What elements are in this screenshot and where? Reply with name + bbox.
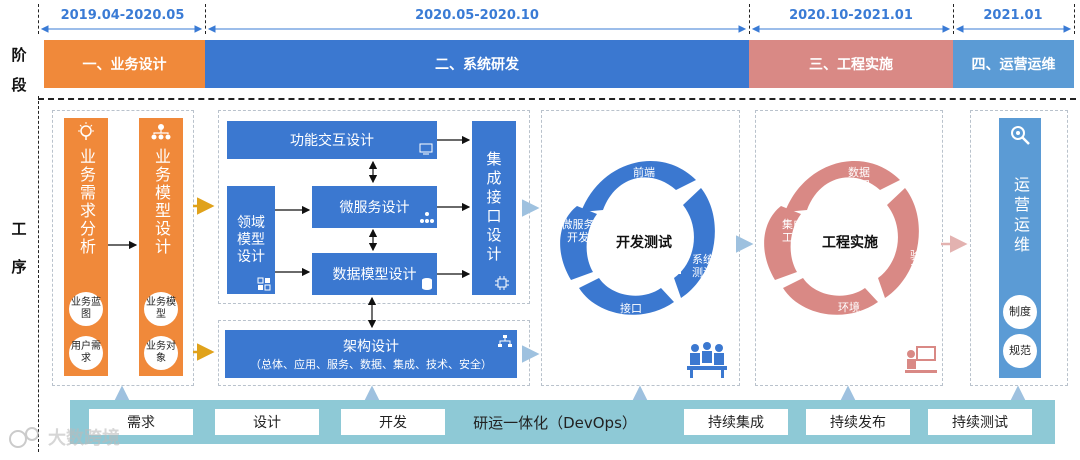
- step-development: 开发: [341, 409, 445, 435]
- ops-label: 运营运维: [1008, 176, 1032, 256]
- eng-center-label: 工程实施: [815, 237, 885, 250]
- devtest-system-test: 系统测试: [689, 253, 717, 279]
- eng-verify: 验证工程: [907, 249, 935, 275]
- devtest-interface-dev: 接口开发: [617, 302, 645, 328]
- presentation-icon: [905, 345, 937, 377]
- devops-label: 研运一体化（DevOps）: [455, 409, 655, 435]
- team-meeting-icon: [687, 340, 727, 378]
- devtest-center-label: 开发测试: [611, 237, 677, 250]
- step-cd: 持续发布: [806, 409, 910, 435]
- devtest-frontend: 前端开发: [630, 166, 658, 192]
- watermark-text: 大数跨境: [48, 424, 120, 450]
- watermark: 大数跨境: [8, 424, 120, 450]
- step-design: 设计: [215, 409, 319, 435]
- circle-rules: 制度: [1003, 295, 1037, 329]
- eng-data: 数据工程: [845, 166, 873, 192]
- devtest-microservice-dev: 微服务开发: [558, 218, 598, 244]
- watermark-logo-icon: [8, 425, 44, 449]
- step-ct: 持续测试: [928, 409, 1032, 435]
- step-ci: 持续集成: [684, 409, 788, 435]
- search-gear-icon: [1009, 124, 1031, 146]
- circle-norms: 规范: [1003, 334, 1037, 368]
- eng-environment: 环境工程: [835, 301, 863, 327]
- eng-integration: 集成工程: [779, 218, 807, 244]
